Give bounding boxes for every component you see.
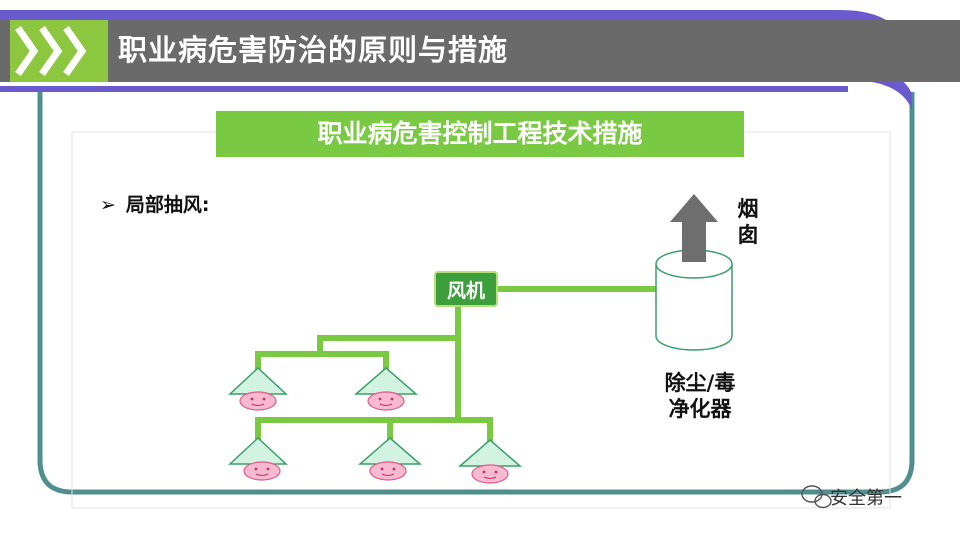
hood-2-eye-right <box>390 397 394 401</box>
section-subtitle: 职业病危害控制工程技术措施 <box>216 111 744 157</box>
purifier-label: 除尘/毒 净化器 <box>640 370 760 422</box>
hood-5-eye-right <box>494 470 498 474</box>
hood-3-eye-right <box>266 467 270 471</box>
bullet-item: ➢ 局部抽风: <box>100 190 210 217</box>
chimney-label-line2: 囱 <box>737 223 759 247</box>
hood-1-eye-left <box>250 397 254 401</box>
hood-5-shape <box>457 439 523 467</box>
slide-frame <box>37 92 915 495</box>
pipe-network <box>255 283 705 443</box>
hood-4-eye-left <box>380 467 384 471</box>
hood-4-mouth <box>381 473 395 476</box>
fan-box: 风机 <box>434 271 498 307</box>
watermark-icon-spacer <box>800 489 826 509</box>
hood-5 <box>457 439 523 484</box>
chevron-icon <box>15 26 87 76</box>
hood-2-shape <box>353 367 419 395</box>
chimney-arrow-icon <box>670 194 718 262</box>
purifier-label-line1: 除尘/毒 <box>664 371 736 395</box>
hood-2-face <box>367 391 405 411</box>
hood-5-face <box>471 464 509 484</box>
watermark-text: 安全第一 <box>830 488 902 509</box>
purifier-cylinder <box>655 249 733 351</box>
chimney-label: 烟 囱 <box>734 196 762 248</box>
hood-3-face <box>243 461 281 481</box>
hood-5-eye-left <box>482 470 486 474</box>
hood-1-eye-right <box>262 397 266 401</box>
hood-5-mouth <box>483 476 497 479</box>
bullet-text: 局部抽风: <box>125 194 210 216</box>
hood-3-shape <box>228 436 288 465</box>
hood-1-shape <box>228 366 288 395</box>
hood-1-face <box>239 391 277 411</box>
purifier-label-line2: 净化器 <box>668 397 732 421</box>
watermark: 安全第一 <box>800 484 902 510</box>
header-underline <box>0 86 848 92</box>
chimney-label-line1: 烟 <box>737 197 759 221</box>
page-title: 职业病危害防治的原则与措施 <box>118 33 509 67</box>
hood-3-eye-left <box>254 467 258 471</box>
hood-3 <box>228 436 288 481</box>
hood-4-face <box>369 461 407 481</box>
hood-3-mouth <box>255 473 269 476</box>
header-bar <box>0 20 960 82</box>
hood-1-mouth <box>251 403 265 406</box>
hood-4 <box>357 437 423 481</box>
hood-2 <box>353 367 419 411</box>
wechat-icon <box>801 485 832 509</box>
hood-2-mouth <box>379 403 393 406</box>
hood-2-eye-left <box>378 397 382 401</box>
bullet-arrow-icon: ➢ <box>100 194 116 216</box>
hood-4-shape <box>357 437 423 465</box>
hood-4-eye-right <box>392 467 396 471</box>
hood-1 <box>228 366 288 411</box>
